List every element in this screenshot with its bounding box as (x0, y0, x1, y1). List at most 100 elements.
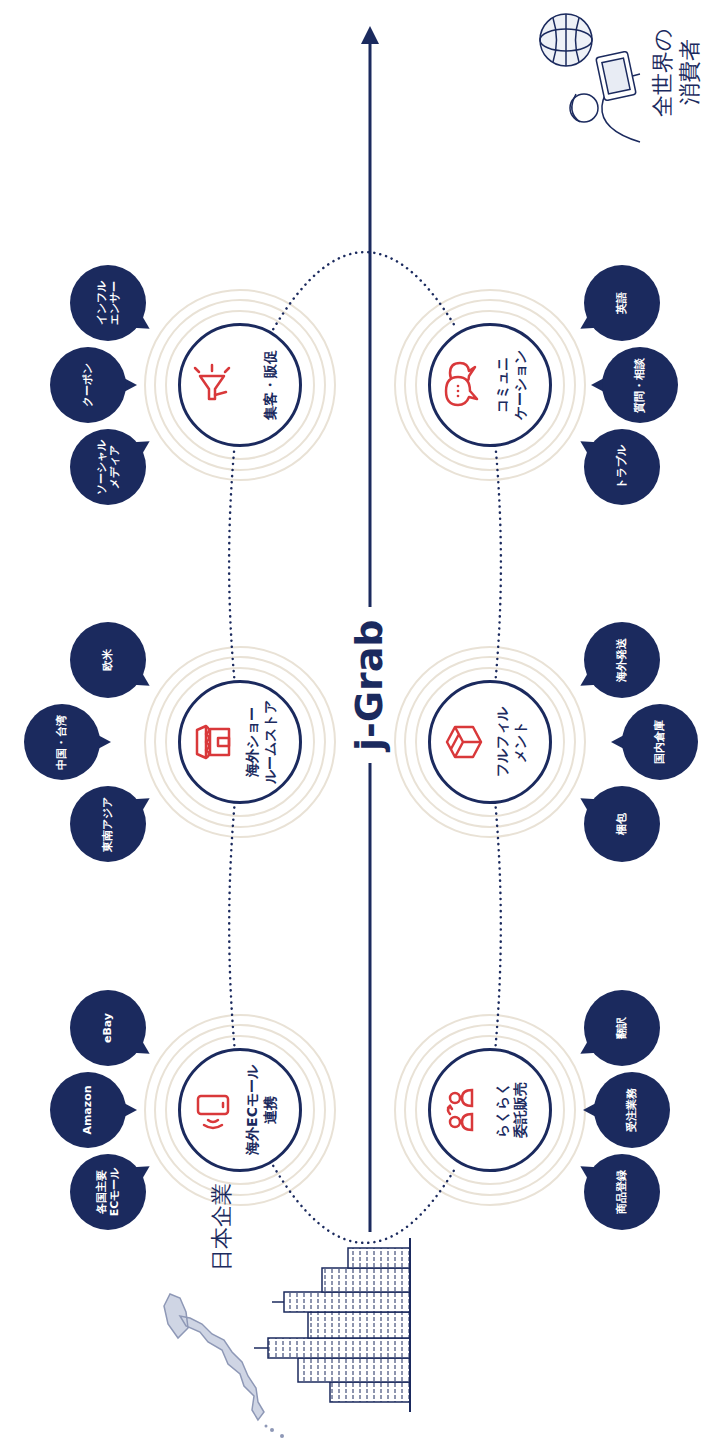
phone-icon (198, 1096, 228, 1128)
consumer-figure (570, 51, 640, 142)
tag-bubble: 受注業務 (594, 1072, 670, 1148)
halo-rings (145, 290, 585, 1205)
box-icon (447, 727, 481, 757)
tag-text: 国内倉庫 (653, 720, 666, 764)
text-line: メント (512, 707, 530, 777)
tag-text: 東南アジア (101, 797, 114, 852)
tag-bubble: Amazon (50, 1072, 126, 1148)
text-line: 委託販売 (512, 1082, 530, 1138)
main-arrowhead (361, 26, 379, 44)
service-circle: 集客・販促 (178, 323, 302, 447)
service-title: 海外ショー ルームストア (244, 700, 279, 784)
dotted-connector (496, 807, 501, 1045)
megaphone-icon (195, 365, 229, 399)
text-line: j-Grab (346, 619, 394, 751)
tag-bubble: 翻訳 (584, 990, 660, 1066)
text-line: 集客・販促 (262, 350, 280, 420)
text-line: 国内倉庫 (653, 720, 666, 764)
text-line: ケーション (512, 350, 530, 420)
text-line: 全世界の (649, 28, 677, 117)
text-line: 海外発送 (615, 638, 628, 682)
text-line: 各国主要 (95, 1168, 108, 1217)
tag-text: トラブル (615, 445, 628, 489)
tag-text: ソーシャル メディア (95, 440, 121, 495)
tag-bubble: 英語 (584, 265, 660, 341)
text-line: 連携 (262, 1065, 280, 1155)
tag-text: eBay (101, 1013, 114, 1043)
globe-icon (540, 14, 592, 66)
text-line: 質問・相談 (633, 358, 646, 413)
tag-text: 受注業務 (625, 1088, 638, 1132)
text-line: 消費者 (676, 28, 704, 117)
text-line: クーポン (81, 363, 94, 407)
service-circle: らくらく 委託販売 (428, 1048, 552, 1172)
tag-bubble: 質問・相談 (602, 347, 678, 423)
text-line: ルームストア (262, 700, 280, 784)
shop-icon (197, 726, 229, 758)
tag-text: クーポン (81, 363, 94, 407)
text-line: 翻訳 (615, 1017, 628, 1039)
text-line: エンサー (108, 281, 121, 325)
text-line: 日本企業 (208, 1183, 236, 1271)
text-line: らくらく (494, 1082, 512, 1138)
tag-text: 欧米 (101, 649, 114, 671)
text-line: コミュニ (494, 350, 512, 420)
tag-bubble: 梱包 (584, 786, 660, 862)
consumer-label: 全世界の 消費者 (649, 28, 704, 117)
dotted-connector (273, 1166, 457, 1243)
tag-bubble: 商品登録 (584, 1154, 660, 1230)
text-line: トラブル (615, 445, 628, 489)
text-line: 受注業務 (625, 1088, 638, 1132)
service-title: コミュニ ケーション (494, 350, 529, 420)
service-title: 海外ECモール 連携 (244, 1065, 279, 1155)
tag-bubble: クーポン (50, 347, 126, 423)
dotted-connector (229, 807, 234, 1045)
text-line: メディア (108, 440, 121, 495)
brand-logo: j-Grab (346, 607, 394, 763)
island-dots (265, 1425, 285, 1439)
city-buildings (254, 1248, 410, 1402)
service-title: らくらく 委託販売 (494, 1082, 529, 1138)
text-line: 欧米 (101, 649, 114, 671)
japan-map (164, 1294, 264, 1420)
text-line: eBay (101, 1013, 114, 1043)
text-line: Amazon (81, 1085, 94, 1134)
tag-text: 質問・相談 (633, 358, 646, 413)
ground-line (409, 1238, 411, 1412)
tag-text: Amazon (81, 1085, 94, 1134)
tag-bubble: 各国主要 ECモール (70, 1154, 146, 1230)
tag-text: 海外発送 (615, 638, 628, 682)
text-line: 英語 (615, 292, 628, 314)
text-line: ソーシャル (95, 440, 108, 495)
tag-bubble: 欧米 (70, 622, 146, 698)
tag-bubble: インフル エンサー (70, 265, 146, 341)
tag-bubble: 海外発送 (584, 622, 660, 698)
tag-bubble: 国内倉庫 (622, 704, 698, 780)
bubble-tails (96, 314, 626, 1181)
circle-fills (179, 324, 551, 1171)
service-circle: 海外ショー ルームストア (178, 680, 302, 804)
tag-bubble: 東南アジア (70, 786, 146, 862)
text-line: 中国・台湾 (55, 715, 68, 770)
text-line: 梱包 (615, 813, 628, 835)
service-circle: 海外ECモール 連携 (178, 1048, 302, 1172)
text-line: インフル (95, 281, 108, 325)
company-label: 日本企業 (208, 1183, 236, 1271)
tag-text: 各国主要 ECモール (95, 1168, 121, 1217)
text-line: 商品登録 (615, 1170, 628, 1214)
people-icon (448, 1090, 472, 1130)
tag-bubble: 中国・台湾 (24, 704, 100, 780)
tag-text: 梱包 (615, 813, 628, 835)
tag-bubble: ソーシャル メディア (70, 429, 146, 505)
text-line: 海外ショー (244, 700, 262, 784)
dotted-connector (496, 450, 501, 678)
tag-bubble: トラブル (584, 429, 660, 505)
tag-text: インフル エンサー (95, 281, 121, 325)
tag-bubble: eBay (70, 990, 146, 1066)
tag-text: 英語 (615, 292, 628, 314)
tag-text: 翻訳 (615, 1017, 628, 1039)
service-title: フルフィル メント (494, 707, 529, 777)
text-line: 東南アジア (101, 797, 114, 852)
chat-icon (446, 363, 477, 405)
